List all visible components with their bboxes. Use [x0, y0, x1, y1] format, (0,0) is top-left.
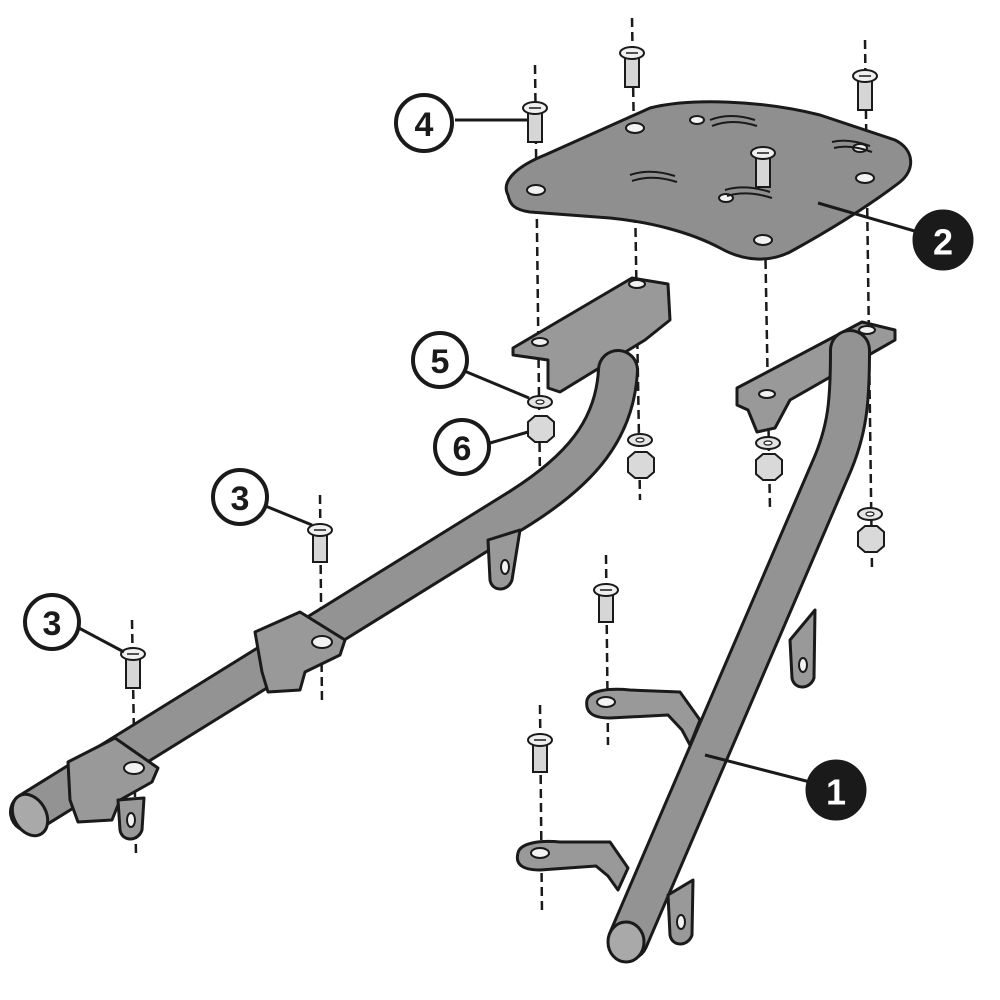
callout-6-label: 6 — [453, 430, 472, 468]
callout-1: 1 — [805, 759, 867, 821]
callout-4: 4 — [394, 93, 454, 153]
callout-3-middle-label: 3 — [231, 480, 250, 518]
leader-lines — [76, 118, 919, 784]
nut-left — [527, 415, 555, 443]
callout-3-middle: 3 — [211, 468, 269, 526]
plate-bolt-left — [522, 101, 548, 143]
right-upper-bracket — [735, 320, 897, 434]
mount-bolt-middle — [307, 523, 333, 563]
mount-bolt-front-upper — [593, 583, 619, 623]
callout-2: 2 — [912, 209, 974, 271]
callout-5: 5 — [411, 331, 469, 389]
plate-bolt-center — [750, 146, 776, 188]
callout-2-label: 2 — [933, 222, 953, 263]
plate-bolt-right — [852, 69, 878, 111]
callout-5-label: 5 — [431, 343, 450, 381]
plate-bolt-center-left — [619, 46, 645, 88]
callout-3-rear: 3 — [23, 593, 81, 651]
callout-4-label: 4 — [415, 106, 434, 144]
rack-frame — [9, 276, 897, 964]
callout-3-rear-label: 3 — [43, 605, 62, 643]
nut-center-left — [627, 451, 655, 479]
top-plate — [504, 100, 913, 261]
mount-bolt-rear — [120, 647, 146, 689]
mount-bolt-front-lower — [527, 733, 553, 773]
nut-right — [857, 525, 885, 553]
callout-6: 6 — [433, 418, 491, 476]
middle-clamp — [253, 610, 347, 694]
bolts — [120, 46, 878, 773]
washers-and-nuts — [527, 395, 885, 553]
nut-center-right — [755, 453, 783, 481]
callout-1-label: 1 — [826, 772, 846, 813]
right-tube-tab — [788, 608, 817, 689]
